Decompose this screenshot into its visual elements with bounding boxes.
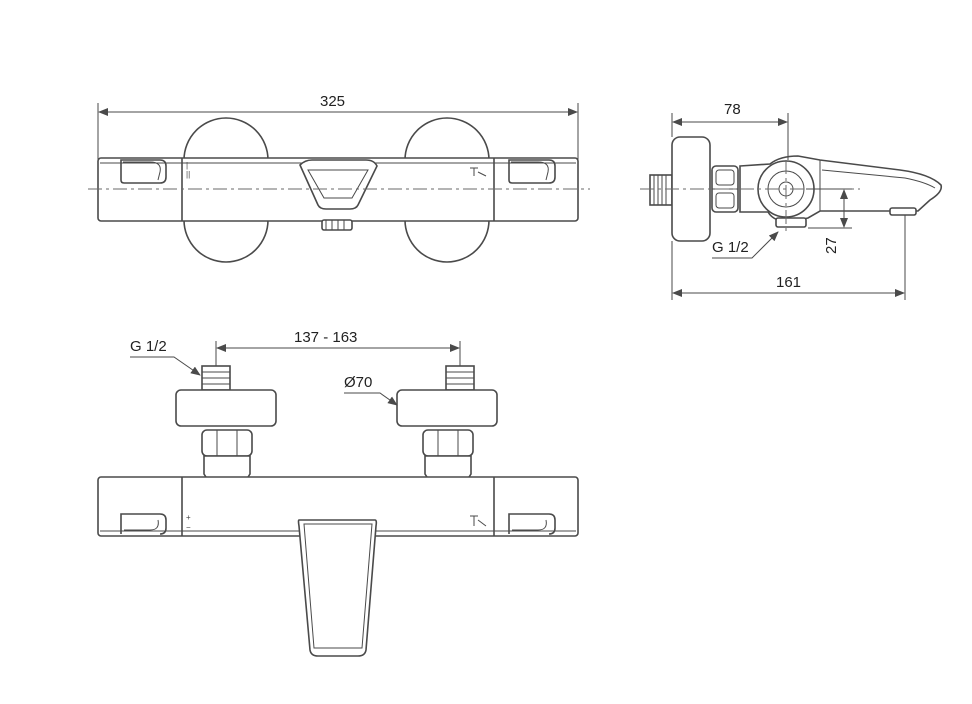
wall-thread — [649, 174, 673, 206]
svg-text:−: − — [186, 523, 191, 532]
dim-outlet-height: 27 — [823, 237, 840, 254]
right-nut — [422, 429, 474, 457]
outlet-thread-label: G 1/2 — [712, 239, 749, 256]
spout-front — [297, 519, 378, 657]
right-escutcheon — [404, 117, 490, 161]
left-handle-front — [120, 513, 167, 535]
left-escutcheon — [183, 117, 269, 161]
right-handle-slot — [508, 159, 556, 184]
right-wall-cover — [396, 389, 498, 427]
temp-mark-top: | — [186, 161, 188, 170]
top-view: | || 325 — [88, 93, 590, 263]
spout-top — [299, 159, 378, 210]
dim-total-depth: 161 — [776, 274, 801, 291]
svg-text:||: || — [186, 170, 190, 179]
left-nut — [201, 429, 253, 457]
front-view: + − 137 - 163 G 1/2 Ø70 — [97, 329, 579, 657]
dim-inlet-centres: 137 - 163 — [294, 329, 357, 346]
side-view: 78 27 G 1/2 161 — [640, 101, 943, 300]
svg-text:+: + — [186, 513, 191, 522]
cover-diameter-label: Ø70 — [344, 374, 372, 391]
inlet-thread-label: G 1/2 — [130, 338, 167, 355]
left-handle-slot — [120, 159, 167, 184]
outlet-side — [775, 217, 807, 228]
dim-overall-length: 325 — [320, 93, 345, 110]
right-handle-front — [508, 513, 556, 535]
dim-wall-to-centre: 78 — [724, 101, 741, 118]
left-wall-cover — [175, 389, 277, 427]
